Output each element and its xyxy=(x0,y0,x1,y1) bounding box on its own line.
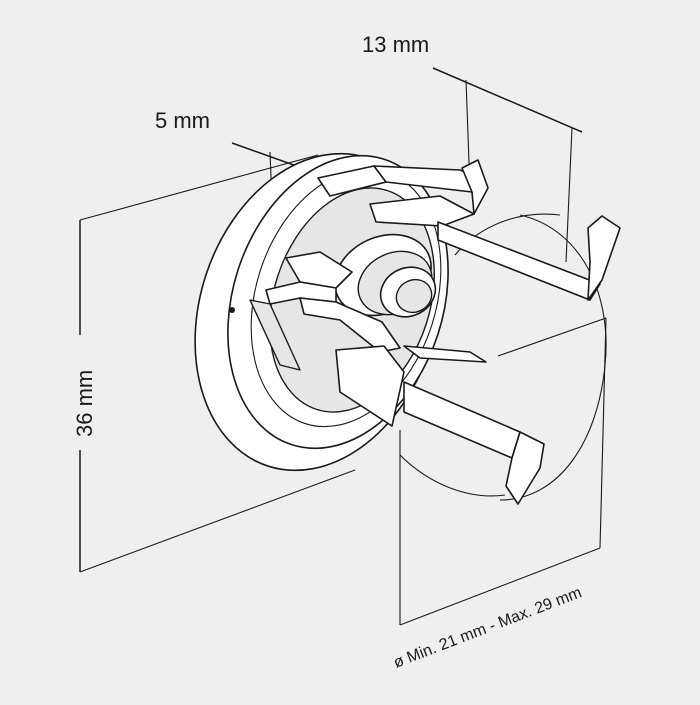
dimension-height: 36 mm xyxy=(72,154,356,573)
prong-lower xyxy=(335,345,545,505)
center-hub xyxy=(334,233,437,318)
prong-ul-body xyxy=(285,251,353,289)
hub-bore xyxy=(395,278,433,314)
prong-lo-top xyxy=(403,345,487,363)
prong-ul-flap xyxy=(249,299,301,371)
prong-lo-body xyxy=(335,345,405,427)
dim-diameter-label: ø Min. 21 mm - Max. 29 mm xyxy=(391,584,584,672)
envelope-bottom-arc xyxy=(399,454,506,497)
prong-ur-blade xyxy=(437,221,601,301)
envelope-top-line xyxy=(497,317,607,357)
dim-top-line xyxy=(432,67,583,133)
prong-ur-tip xyxy=(587,215,621,301)
prong-lo-tip xyxy=(505,431,545,505)
prong-upper-left xyxy=(249,251,401,371)
envelope-base-line xyxy=(399,547,601,626)
dim-top-label: 13 mm xyxy=(362,32,429,57)
prong-ur-notch xyxy=(461,159,489,215)
prong-ul-arm xyxy=(299,297,401,353)
prong-lo-blade xyxy=(403,381,521,459)
envelope-side-right xyxy=(599,317,607,549)
prong-upper-right xyxy=(317,159,621,301)
prong-ur-mid xyxy=(369,195,475,227)
base-plate-pivot-dot xyxy=(229,307,235,313)
dim-height-ext-bottom xyxy=(79,469,356,573)
dim-prong-label: 5 mm xyxy=(155,108,210,133)
dim-height-label: 36 mm xyxy=(72,370,97,437)
dim-height-ext-top xyxy=(79,154,319,221)
